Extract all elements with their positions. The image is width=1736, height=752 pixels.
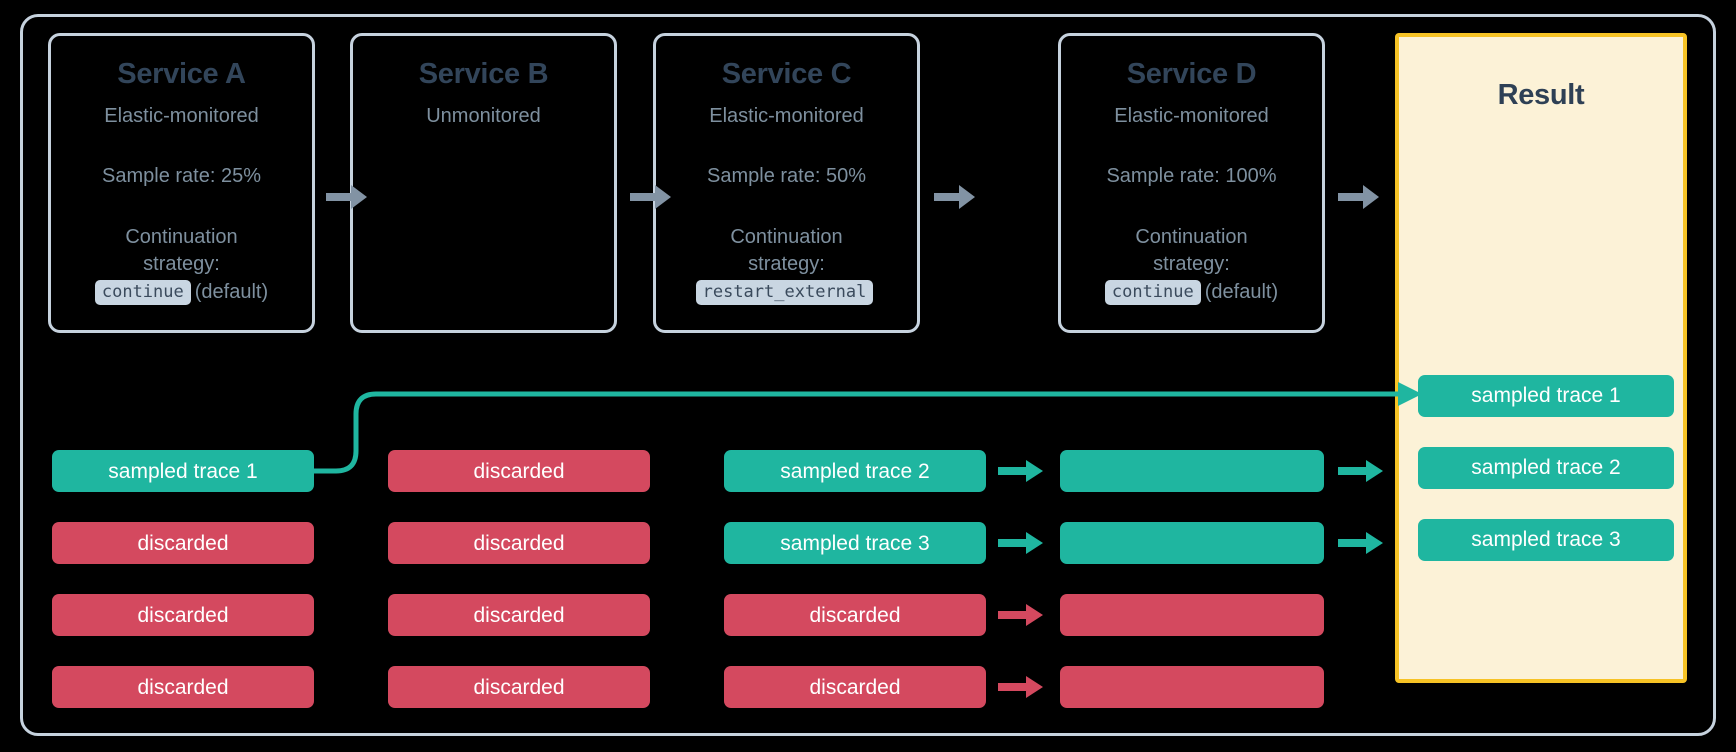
service-strategy-label-line1: Continuation [1135,226,1248,249]
trace-chip-label: sampled trace 2 [780,459,930,483]
trace-chip-label: discarded [137,675,229,699]
service-monitoring-status: Elastic-monitored [104,105,259,128]
flow-arrow-a-to-b [326,182,368,212]
result-trace-label: sampled trace 3 [1471,528,1621,551]
mini-arrow-c4-to-d4 [998,674,1044,700]
service-box-d: Service D Elastic-monitored Sample rate:… [1058,33,1325,333]
trace-chip-label: discarded [137,603,229,627]
service-strategy-value-row: continue(default) [1075,280,1308,306]
trace-chip-label: discarded [473,675,565,699]
service-title: Service D [1126,58,1257,90]
mini-arrow-c1-to-d1 [998,458,1044,484]
trace-chip-c3: discarded [724,594,986,636]
trace-chip-label: discarded [809,675,901,699]
result-panel: Result [1395,33,1687,683]
trace-chip-label: discarded [137,531,229,555]
trace-chip-c4: discarded [724,666,986,708]
trace-chip-d3 [1060,594,1324,636]
service-strategy-default-note: (default) [194,281,269,304]
service-title: Service A [117,58,246,90]
service-strategy-code-badge: continue [94,280,191,306]
service-monitoring-status: Elastic-monitored [709,105,864,128]
result-trace-1: sampled trace 1 [1418,375,1674,417]
service-strategy-label-line2: strategy: [1153,253,1230,276]
service-box-c: Service C Elastic-monitored Sample rate:… [653,33,920,333]
service-strategy-value-row: restart_external [670,280,903,306]
result-trace-3: sampled trace 3 [1418,519,1674,561]
service-sample-rate: Sample rate: 25% [102,165,261,188]
mini-arrow-d1-to-result2 [1338,458,1384,484]
service-strategy-label-line2: strategy: [143,253,220,276]
service-monitoring-status: Unmonitored [426,105,541,128]
trace-chip-a4: discarded [52,666,314,708]
trace-chip-d2 [1060,522,1324,564]
service-strategy-code-badge: continue [1104,280,1201,306]
service-title: Service B [418,58,549,90]
result-trace-label: sampled trace 1 [1471,384,1621,407]
flow-arrow-d-to-result [1338,182,1380,212]
trace-chip-b2: discarded [388,522,650,564]
service-sample-rate: Sample rate: 50% [707,165,866,188]
service-strategy-code-badge: restart_external [695,280,874,306]
service-box-a: Service A Elastic-monitored Sample rate:… [48,33,315,333]
service-strategy-label: Continuation strategy: [670,224,903,278]
trace-chip-label: discarded [809,603,901,627]
result-trace-2: sampled trace 2 [1418,447,1674,489]
trace-chip-a1: sampled trace 1 [52,450,314,492]
mini-arrow-c3-to-d3 [998,602,1044,628]
result-panel-title: Result [1497,79,1585,111]
trace-chip-b4: discarded [388,666,650,708]
service-title: Service C [721,58,852,90]
service-strategy-label: Continuation strategy: [1075,224,1308,278]
service-strategy-label-line1: Continuation [125,226,238,249]
mini-arrow-d2-to-result3 [1338,530,1384,556]
trace-chip-c2: sampled trace 3 [724,522,986,564]
trace-chip-b1: discarded [388,450,650,492]
trace-chip-label: discarded [473,531,565,555]
trace-chip-d4 [1060,666,1324,708]
trace-chip-label: sampled trace 1 [108,459,258,483]
service-monitoring-status: Elastic-monitored [1114,105,1269,128]
trace-chip-c1: sampled trace 2 [724,450,986,492]
trace-chip-label: discarded [473,603,565,627]
service-strategy-label: Continuation strategy: [65,224,298,278]
trace-chip-a3: discarded [52,594,314,636]
trace-chip-label: sampled trace 3 [780,531,930,555]
trace-chip-label: discarded [473,459,565,483]
result-trace-label: sampled trace 2 [1471,456,1621,479]
service-box-b: Service B Unmonitored [350,33,617,333]
service-strategy-label-line2: strategy: [748,253,825,276]
outer-frame [20,14,1716,736]
mini-arrow-c2-to-d2 [998,530,1044,556]
trace-chip-b3: discarded [388,594,650,636]
flow-arrow-c-to-d [934,182,976,212]
service-strategy-value-row: continue(default) [65,280,298,306]
service-strategy-label-line1: Continuation [730,226,843,249]
service-sample-rate: Sample rate: 100% [1106,165,1277,188]
trace-chip-d1 [1060,450,1324,492]
service-strategy-default-note: (default) [1204,281,1279,304]
flow-arrow-b-to-c [630,182,672,212]
trace-chip-a2: discarded [52,522,314,564]
